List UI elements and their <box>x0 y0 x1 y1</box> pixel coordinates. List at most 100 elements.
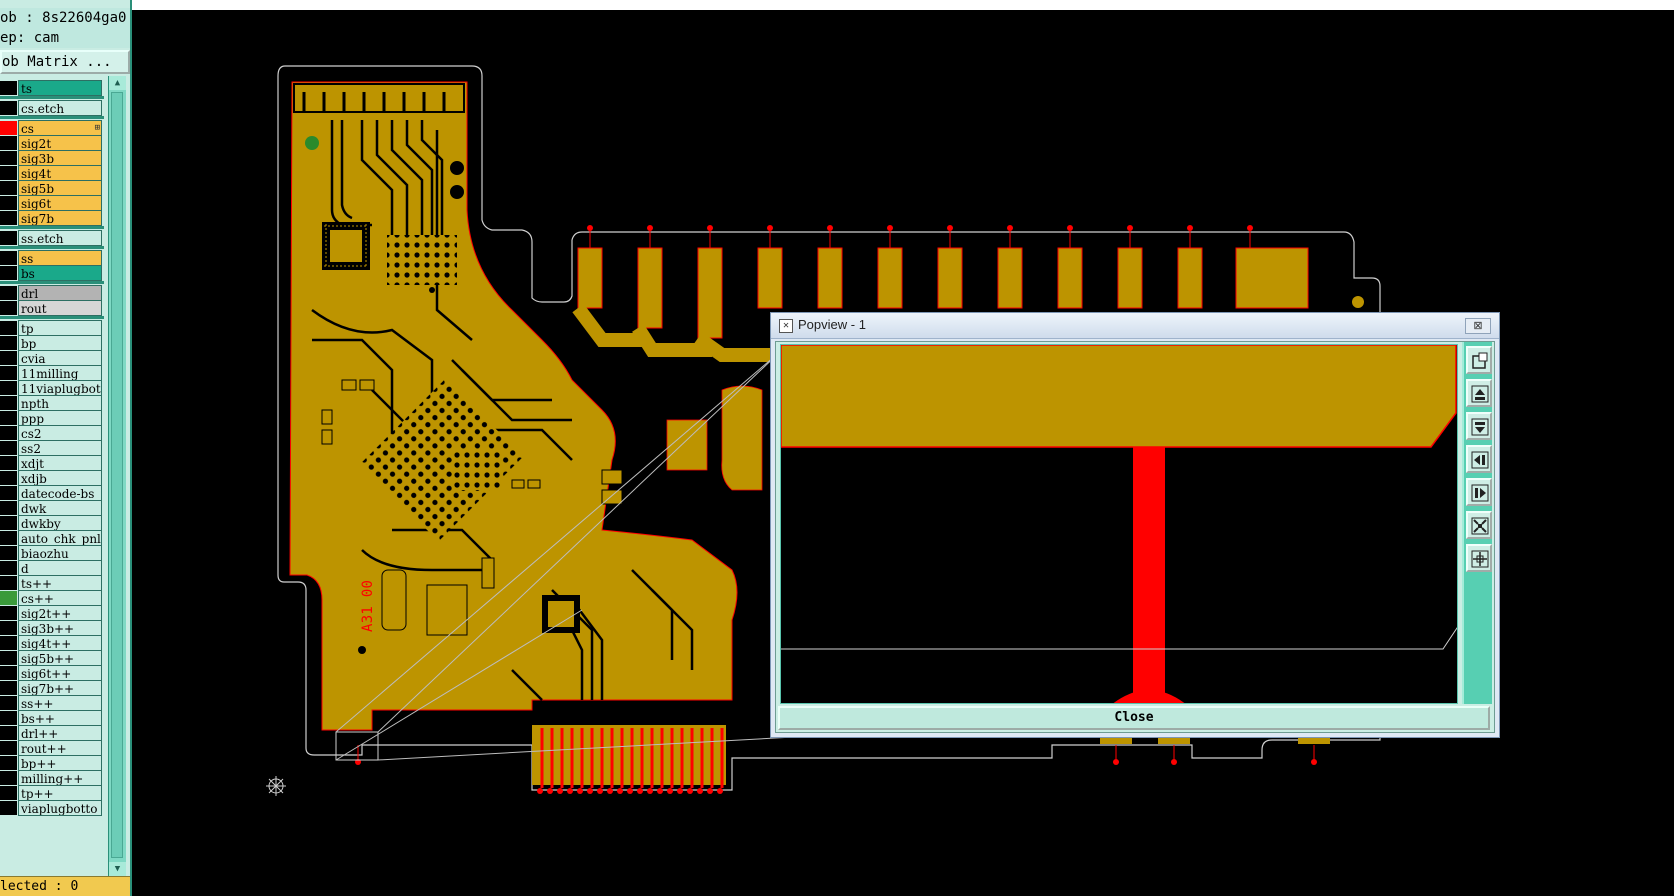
layer-color-swatch[interactable] <box>0 321 17 335</box>
layer-color-swatch[interactable] <box>0 606 17 620</box>
layer-row-rout-[interactable]: rout++ <box>0 740 104 756</box>
layer-label[interactable]: sig3b++ <box>18 620 102 636</box>
layer-label[interactable]: xdjb <box>18 470 102 486</box>
layer-color-swatch[interactable] <box>0 166 17 180</box>
layer-row-11viaplugbot[interactable]: 11viaplugbot <box>0 380 104 396</box>
layer-row-cs[interactable]: cs⊞ <box>0 120 104 136</box>
layer-color-swatch[interactable] <box>0 136 17 150</box>
pan-right-icon[interactable] <box>1466 478 1492 506</box>
layer-row-cs-etch[interactable]: cs.etch <box>0 100 104 116</box>
layer-row-auto-chk-pnl[interactable]: auto_chk_pnl <box>0 530 104 546</box>
layer-row-sig2t-[interactable]: sig2t++ <box>0 605 104 621</box>
layer-label[interactable]: sig7b <box>18 210 102 226</box>
zoom-in-icon[interactable] <box>1466 511 1492 539</box>
layer-label[interactable]: bp <box>18 335 102 351</box>
layer-label[interactable]: sig4t <box>18 165 102 181</box>
layer-color-swatch[interactable] <box>0 196 17 210</box>
layer-row-npth[interactable]: npth <box>0 395 104 411</box>
layer-row-sig5b[interactable]: sig5b <box>0 180 104 196</box>
layer-row-ts-[interactable]: ts++ <box>0 575 104 591</box>
layer-row-milling-[interactable]: milling++ <box>0 770 104 786</box>
layer-row-bs[interactable]: bs <box>0 265 104 281</box>
layer-color-swatch[interactable] <box>0 501 17 515</box>
layer-color-swatch[interactable] <box>0 81 17 95</box>
layer-row-tp-[interactable]: tp++ <box>0 785 104 801</box>
layer-color-swatch[interactable] <box>0 301 17 315</box>
job-matrix-button[interactable]: ob Matrix ... <box>0 50 130 74</box>
layer-color-swatch[interactable] <box>0 121 17 135</box>
layer-color-swatch[interactable] <box>0 636 17 650</box>
zoom-out-icon[interactable] <box>1466 544 1492 572</box>
layer-label[interactable]: ss <box>18 250 102 266</box>
layer-color-swatch[interactable] <box>0 151 17 165</box>
layer-label[interactable]: sig5b <box>18 180 102 196</box>
scroll-up-arrow-icon[interactable]: ▲ <box>109 76 126 90</box>
layer-row-sig4t-[interactable]: sig4t++ <box>0 635 104 651</box>
layer-row-11milling[interactable]: 11milling <box>0 365 104 381</box>
layer-row-datecode-bs[interactable]: datecode-bs <box>0 485 104 501</box>
layer-row-dwkby[interactable]: dwkby <box>0 515 104 531</box>
layer-label[interactable]: ss2 <box>18 440 102 456</box>
layer-row-sig7b[interactable]: sig7b <box>0 210 104 226</box>
layer-color-swatch[interactable] <box>0 531 17 545</box>
close-button[interactable]: Close <box>778 706 1490 730</box>
layer-color-swatch[interactable] <box>0 411 17 425</box>
layer-row-sig3b-[interactable]: sig3b++ <box>0 620 104 636</box>
layer-label[interactable]: ss.etch <box>18 230 102 246</box>
layer-color-swatch[interactable] <box>0 741 17 755</box>
layer-row-cvia[interactable]: cvia <box>0 350 104 366</box>
layer-label[interactable]: dwkby <box>18 515 102 531</box>
layer-color-swatch[interactable] <box>0 666 17 680</box>
layer-color-swatch[interactable] <box>0 286 17 300</box>
layer-color-swatch[interactable] <box>0 711 17 725</box>
layer-label[interactable]: ts++ <box>18 575 102 591</box>
layer-row-biaozhu[interactable]: biaozhu <box>0 545 104 561</box>
layer-color-swatch[interactable] <box>0 101 17 115</box>
layer-label[interactable]: bs <box>18 265 102 281</box>
layer-label[interactable]: cs2 <box>18 425 102 441</box>
layer-label[interactable]: cs++ <box>18 590 102 606</box>
layer-label[interactable]: npth <box>18 395 102 411</box>
layer-label[interactable]: viaplugbotto <box>18 800 102 816</box>
layer-label[interactable]: dwk <box>18 500 102 516</box>
layer-color-swatch[interactable] <box>0 651 17 665</box>
layer-label[interactable]: sig5b++ <box>18 650 102 666</box>
layer-row-xdjt[interactable]: xdjt <box>0 455 104 471</box>
layer-color-swatch[interactable] <box>0 366 17 380</box>
layer-label[interactable]: 11viaplugbot <box>18 380 102 396</box>
layer-label[interactable]: sig4t++ <box>18 635 102 651</box>
layer-color-swatch[interactable] <box>0 211 17 225</box>
layer-label[interactable]: ss++ <box>18 695 102 711</box>
layer-row-bs-[interactable]: bs++ <box>0 710 104 726</box>
layer-color-swatch[interactable] <box>0 231 17 245</box>
layer-color-swatch[interactable] <box>0 786 17 800</box>
layer-color-swatch[interactable] <box>0 441 17 455</box>
layer-color-swatch[interactable] <box>0 336 17 350</box>
layer-row-sig2t[interactable]: sig2t <box>0 135 104 151</box>
layer-row-sig4t[interactable]: sig4t <box>0 165 104 181</box>
layer-label[interactable]: 11milling <box>18 365 102 381</box>
close-icon[interactable]: ⊠ <box>1465 318 1491 334</box>
layer-color-swatch[interactable] <box>0 351 17 365</box>
layer-label[interactable]: sig2t <box>18 135 102 151</box>
pan-up-icon[interactable] <box>1466 379 1492 407</box>
layer-scrollbar[interactable]: ▲ ▼ <box>108 76 126 876</box>
layer-row-sig7b-[interactable]: sig7b++ <box>0 680 104 696</box>
layer-row-ppp[interactable]: ppp <box>0 410 104 426</box>
layer-label[interactable]: bp++ <box>18 755 102 771</box>
layer-color-swatch[interactable] <box>0 696 17 710</box>
layer-row-cs2[interactable]: cs2 <box>0 425 104 441</box>
layer-row-viaplugbotto[interactable]: viaplugbotto <box>0 800 104 816</box>
layer-color-swatch[interactable] <box>0 426 17 440</box>
layer-color-swatch[interactable] <box>0 456 17 470</box>
layer-color-swatch[interactable] <box>0 576 17 590</box>
layer-label[interactable]: sig6t <box>18 195 102 211</box>
pan-down-icon[interactable] <box>1466 412 1492 440</box>
layer-row-sig5b-[interactable]: sig5b++ <box>0 650 104 666</box>
layer-row-sig3b[interactable]: sig3b <box>0 150 104 166</box>
layer-label[interactable]: rout <box>18 300 102 316</box>
layer-row-ss[interactable]: ss <box>0 250 104 266</box>
layer-color-swatch[interactable] <box>0 801 17 815</box>
layer-label[interactable]: cs <box>18 120 102 136</box>
popview-titlebar[interactable]: ✕ Popview - 1 ⊠ <box>771 313 1499 339</box>
